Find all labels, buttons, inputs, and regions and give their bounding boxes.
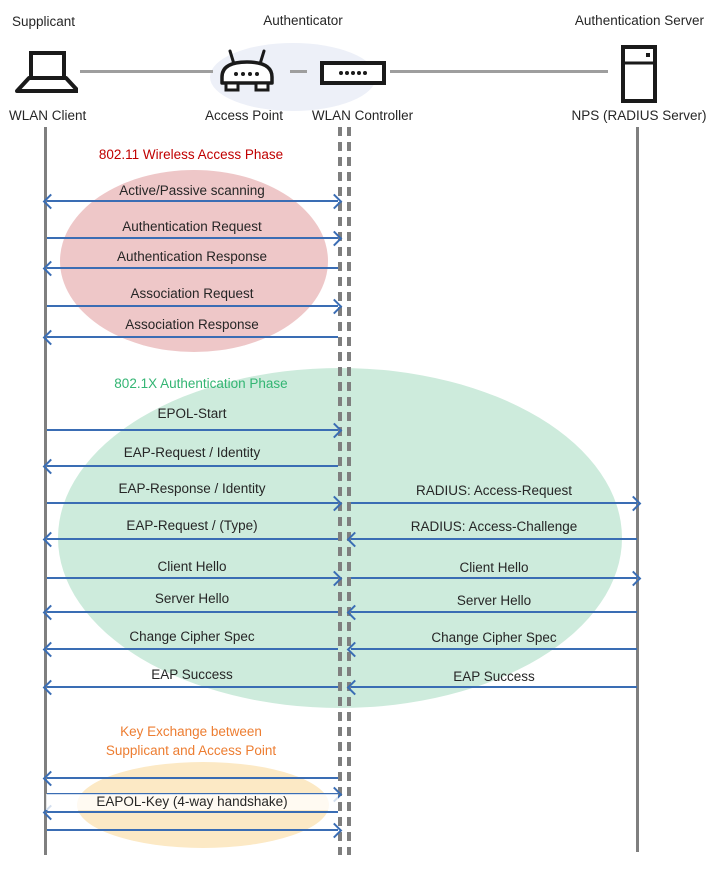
msg-label-auth-response: Authentication Response bbox=[116, 249, 268, 264]
msg-arrow-change-cipher-l bbox=[42, 641, 338, 658]
access-point-icon bbox=[218, 49, 276, 95]
msg-label-epol-start: EPOL-Start bbox=[157, 406, 227, 421]
msg-arrow-eap-request-identity bbox=[42, 458, 338, 475]
msg-arrow-assoc-response bbox=[42, 329, 338, 346]
msg-arrow-scanning bbox=[42, 193, 343, 210]
msg-label-eap-response-identity: EAP-Response / Identity bbox=[118, 481, 266, 496]
msg-arrow-server-hello-l bbox=[42, 604, 338, 621]
laptop-icon bbox=[12, 50, 78, 96]
msg-label-auth-request: Authentication Request bbox=[122, 219, 262, 234]
msg-arrow-eapol-key-1 bbox=[42, 770, 338, 787]
msg-arrow-radius-access-challenge bbox=[346, 531, 637, 548]
phase3-title: Key Exchange between Supplicant and Acce… bbox=[105, 724, 277, 758]
msg-label-assoc-request: Association Request bbox=[130, 286, 254, 301]
link-controller-server bbox=[390, 70, 608, 73]
phase2-title: 802.1X Authentication Phase bbox=[114, 376, 288, 391]
server-icon bbox=[621, 45, 657, 103]
msg-label-eap-success-r: EAP Success bbox=[453, 669, 535, 684]
link-ap-controller bbox=[290, 70, 307, 73]
msg-arrow-change-cipher-r bbox=[346, 641, 637, 658]
msg-arrow-server-hello-r bbox=[346, 604, 637, 621]
msg-label-client-hello-r: Client Hello bbox=[459, 560, 529, 575]
msg-arrow-eap-response-identity bbox=[47, 495, 343, 512]
role-authenticator-title: Authenticator bbox=[263, 13, 343, 28]
role-auth-server-title: Authentication Server bbox=[574, 13, 704, 28]
msg-label-eapol-key: EAPOL-Key (4-way handshake) bbox=[46, 794, 338, 810]
lifeline-wlan-client bbox=[44, 127, 47, 855]
msg-label-server-hello-l: Server Hello bbox=[154, 591, 230, 606]
device-label-access-point: Access Point bbox=[204, 108, 284, 123]
msg-arrow-auth-request bbox=[47, 230, 343, 247]
msg-label-server-hello-r: Server Hello bbox=[456, 593, 532, 608]
msg-arrow-eapol-key-4 bbox=[47, 822, 343, 839]
msg-arrow-epol-start bbox=[47, 422, 343, 439]
msg-label-eap-success-l: EAP Success bbox=[151, 667, 233, 682]
controller-icon bbox=[320, 61, 386, 85]
msg-arrow-eap-success-l bbox=[42, 679, 338, 696]
msg-arrow-client-hello-r bbox=[351, 570, 642, 587]
msg-label-radius-access-request: RADIUS: Access-Request bbox=[415, 483, 573, 498]
msg-arrow-auth-response bbox=[42, 260, 338, 277]
msg-arrow-client-hello-l bbox=[47, 570, 343, 587]
link-client-ap bbox=[80, 70, 213, 73]
msg-arrow-eap-request-type bbox=[42, 531, 338, 548]
msg-arrow-assoc-request bbox=[47, 298, 343, 315]
role-supplicant-title: Supplicant bbox=[12, 14, 76, 29]
msg-label-eap-request-type: EAP-Request / (Type) bbox=[126, 518, 258, 533]
msg-label-change-cipher-r: Change Cipher Spec bbox=[431, 630, 557, 645]
lifeline-wlan-controller-right bbox=[347, 127, 351, 855]
device-label-wlan-client: WLAN Client bbox=[9, 108, 87, 123]
msg-label-change-cipher-l: Change Cipher Spec bbox=[129, 629, 255, 644]
msg-arrow-radius-access-request bbox=[351, 495, 642, 512]
device-label-wlan-controller: WLAN Controller bbox=[311, 108, 414, 123]
msg-label-eap-request-identity: EAP-Request / Identity bbox=[123, 445, 261, 460]
lifeline-wlan-controller-left bbox=[338, 127, 342, 855]
msg-label-client-hello-l: Client Hello bbox=[157, 559, 227, 574]
msg-arrow-eap-success-r bbox=[346, 679, 637, 696]
msg-label-assoc-response: Association Response bbox=[125, 317, 259, 332]
device-label-nps: NPS (RADIUS Server) bbox=[571, 108, 707, 123]
msg-arrow-eapol-key-3 bbox=[42, 804, 338, 821]
msg-label-radius-access-challenge: RADIUS: Access-Challenge bbox=[410, 519, 578, 534]
msg-label-scanning: Active/Passive scanning bbox=[119, 183, 265, 198]
phase1-title: 802.11 Wireless Access Phase bbox=[98, 147, 284, 162]
lifeline-nps bbox=[636, 127, 639, 852]
